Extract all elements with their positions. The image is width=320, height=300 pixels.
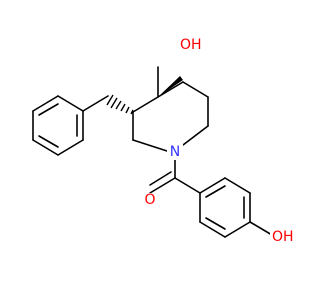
bond xyxy=(249,221,273,236)
double-bond-inner xyxy=(38,103,59,116)
hydroxyphenyl-ring xyxy=(199,177,251,238)
nitrogen-label: N xyxy=(170,144,180,160)
bond xyxy=(82,95,109,112)
carbonyl-oxygen-label: O xyxy=(144,192,155,208)
bond xyxy=(149,177,176,194)
bond xyxy=(57,139,84,156)
double-bond-inner xyxy=(205,185,226,198)
bond xyxy=(224,221,251,238)
phenol-hydroxyl-label: OH xyxy=(272,229,294,245)
bond xyxy=(199,177,226,194)
atom-labels: OH N O OH xyxy=(142,37,296,245)
bond xyxy=(57,95,84,112)
bond xyxy=(199,221,226,238)
bond xyxy=(174,177,201,194)
bond xyxy=(132,139,168,152)
benzyl-phenyl-ring xyxy=(32,95,84,156)
bond xyxy=(182,125,209,146)
hashed-wedge-bond xyxy=(106,94,134,115)
tertiary-hydroxyl-label: OH xyxy=(180,37,202,53)
bond xyxy=(182,81,209,98)
bond xyxy=(132,96,159,113)
bond xyxy=(32,139,59,156)
double-bond-inner xyxy=(149,171,172,186)
chemical-structure-diagram: OH N O OH xyxy=(32,37,296,245)
solid-wedge-bond xyxy=(158,76,183,97)
piperidine-ring xyxy=(132,81,209,152)
double-bond-inner xyxy=(205,217,226,230)
double-bond-inner xyxy=(38,135,59,148)
bond xyxy=(157,81,184,98)
bond xyxy=(32,95,59,112)
bond xyxy=(224,177,251,194)
